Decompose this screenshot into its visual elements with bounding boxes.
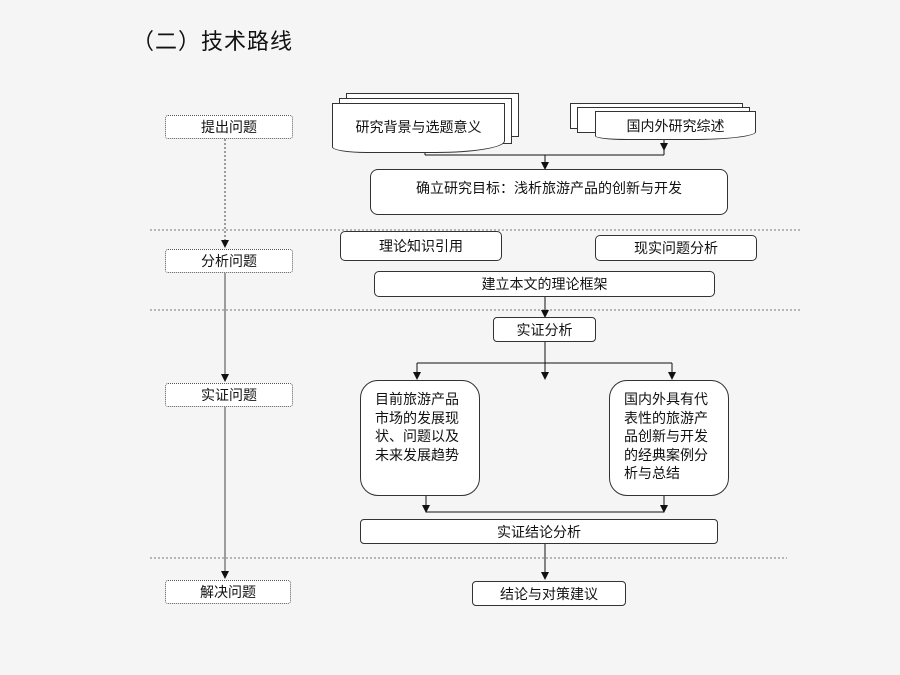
stage-solve: 解决问题 xyxy=(165,580,291,604)
case-study-node: 国内外具有代表性的旅游产品创新与开发的经典案例分析与总结 xyxy=(609,380,729,496)
reality-analysis-node: 现实问题分析 xyxy=(595,235,757,261)
stage-analyze: 分析问题 xyxy=(165,249,293,273)
main-flow-arrows xyxy=(413,140,676,580)
background-node: 研究背景与选题意义 xyxy=(332,103,505,153)
empirical-analysis-node: 实证分析 xyxy=(493,317,596,342)
suggestions-node: 结论与对策建议 xyxy=(472,581,626,606)
page-title: （二）技术路线 xyxy=(132,30,294,55)
stage-empirical: 实证问题 xyxy=(165,383,293,407)
goal-node: 确立研究目标：浅析旅游产品的创新与开发 xyxy=(370,169,728,215)
stage-raise: 提出问题 xyxy=(165,115,293,139)
conclusion-analysis-node: 实证结论分析 xyxy=(360,519,718,544)
market-status-node: 目前旅游产品市场的发展现状、问题以及未来发展趋势 xyxy=(360,380,480,496)
literature-node: 国内外研究综述 xyxy=(595,111,756,140)
framework-node: 建立本文的理论框架 xyxy=(374,271,715,297)
theory-reference-node: 理论知识引用 xyxy=(340,231,502,261)
